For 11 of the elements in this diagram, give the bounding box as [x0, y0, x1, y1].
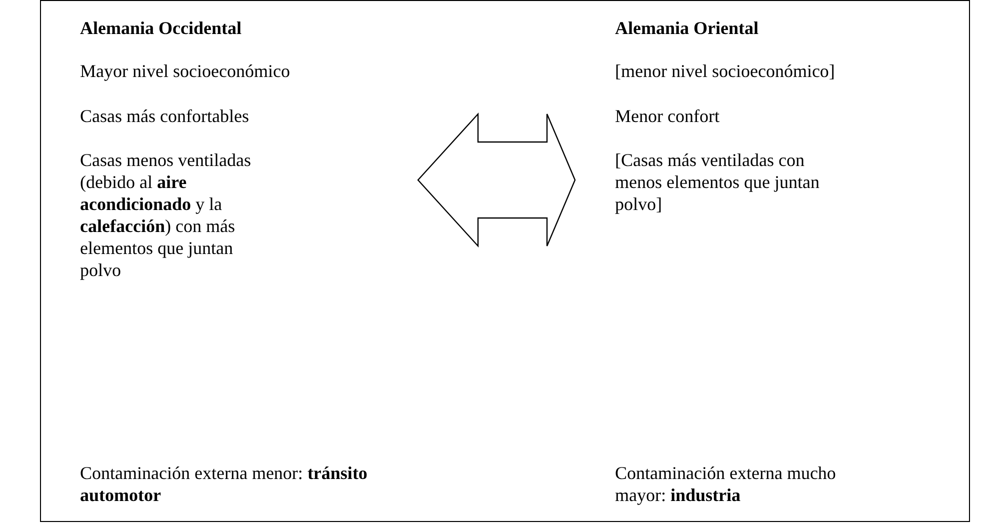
- comparison-text: Contaminación externa mucho mayor: industria: [615, 462, 837, 506]
- comparison-text: Contaminación externa menor: tránsito automotor: [80, 462, 368, 506]
- comparison-text: Mayor nivel socioeconómico: [80, 60, 291, 82]
- double-arrow: [417, 112, 576, 248]
- comparison-text: Menor confort: [615, 105, 720, 127]
- column-heading: Alemania Oriental: [615, 17, 760, 39]
- comparison-text: [Casas más ventiladas con menos elementos que juntan polvo]: [615, 149, 820, 215]
- column-heading: Alemania Occidental: [80, 17, 242, 39]
- comparison-text: Casas menos ventiladas (debido al aire acondicionado y la calefacción) con más elementos que juntan polvo: [80, 149, 252, 281]
- comparison-text: Casas más confortables: [80, 105, 250, 127]
- comparison-text: [menor nivel socioeconómico]: [615, 60, 836, 82]
